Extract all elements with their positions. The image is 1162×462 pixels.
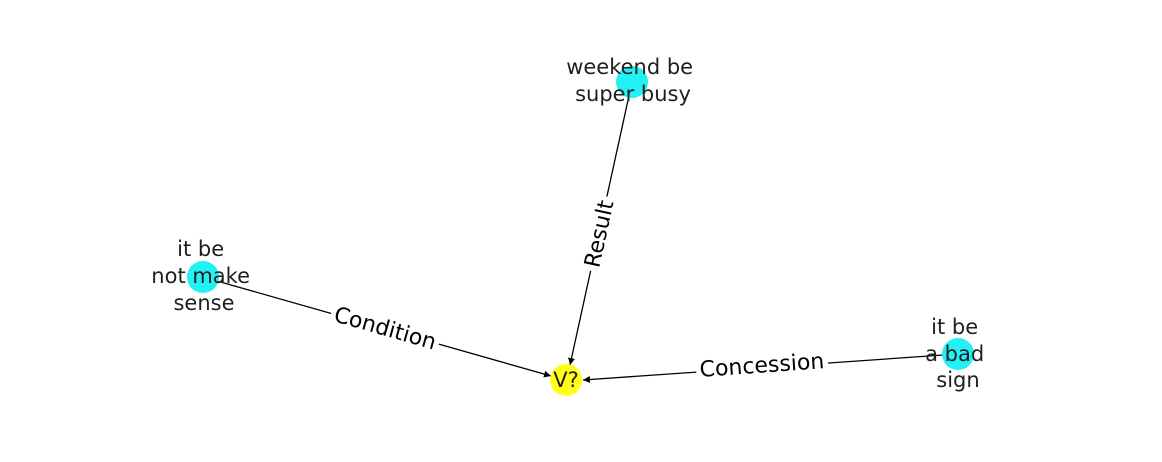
node-weekend-busy-line-2: super busy xyxy=(575,82,691,106)
edge-result: Result xyxy=(568,81,633,366)
node-not-make-sense-line-3: sense xyxy=(173,291,234,315)
node-bad-sign-circle xyxy=(942,338,974,370)
edge-label-condition: Condition xyxy=(331,303,439,356)
svg-text:it be a bad sign: it be a bad sign xyxy=(925,315,991,392)
node-not-make-sense-line-2: not make xyxy=(151,264,250,288)
svg-text:it be not make sen: it be not make sense xyxy=(151,237,256,315)
node-bad-sign-line-3: sign xyxy=(936,368,979,392)
node-weekend-busy-line-1: weekend be xyxy=(566,55,693,79)
node-not-make-sense-circle xyxy=(187,261,219,293)
node-not-make-sense: it be not make sense xyxy=(151,237,256,315)
node-not-make-sense-line-1: it be xyxy=(177,237,224,261)
node-weekend-busy-circle xyxy=(616,66,648,98)
node-bad-sign-line-1: it be xyxy=(931,315,978,339)
node-bad-sign-line-2: a bad xyxy=(925,342,984,366)
node-v-circle xyxy=(550,364,582,396)
node-weekend-busy: weekend be super busy xyxy=(566,55,700,106)
node-bad-sign: it be a bad sign xyxy=(925,315,991,392)
svg-text:weekend be super busy: weekend be super busy xyxy=(566,55,700,106)
node-v: V? xyxy=(550,364,582,396)
node-v-label: V? xyxy=(553,368,579,392)
edge-concession: Concession xyxy=(582,346,959,386)
edge-condition: Condition xyxy=(202,276,552,378)
